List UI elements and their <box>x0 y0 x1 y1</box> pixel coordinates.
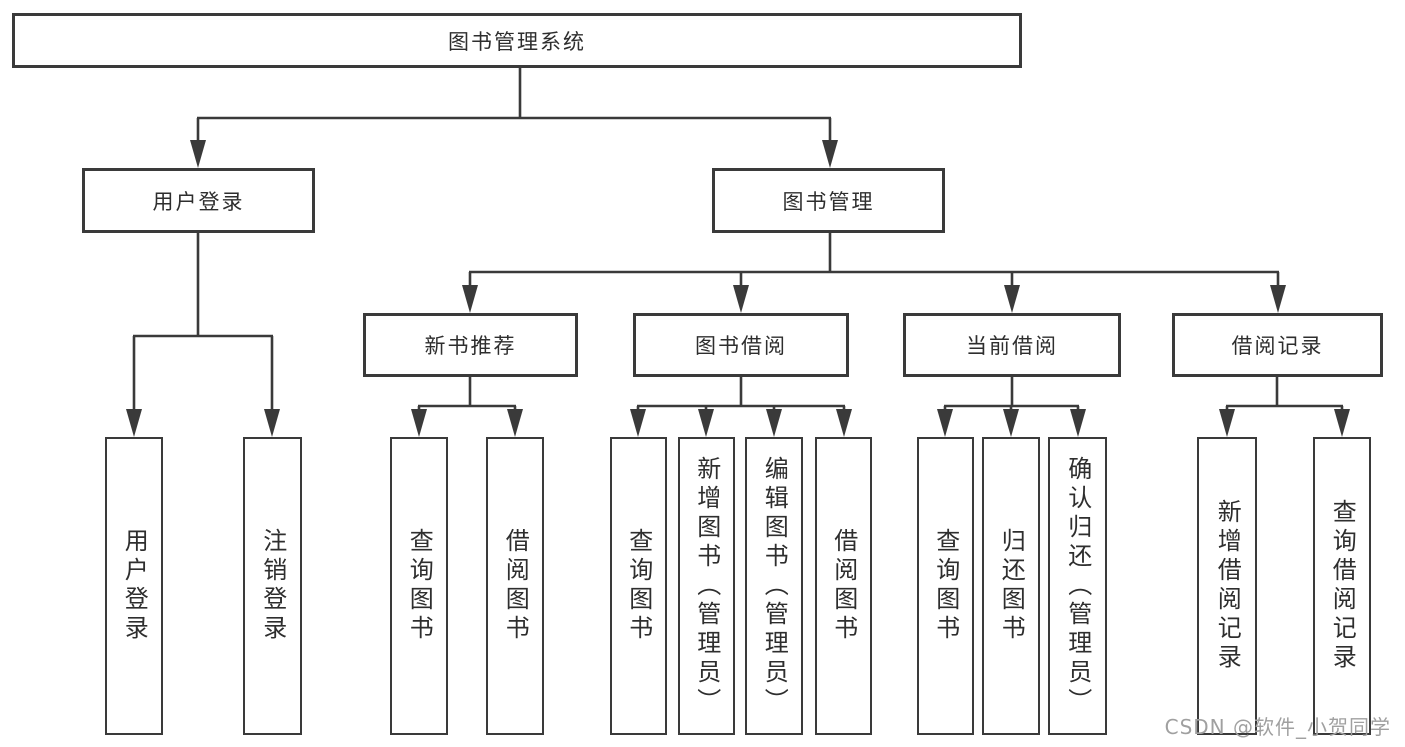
leaf-borrow-books-borrow-label: 借阅图书 <box>829 528 858 644</box>
node-new-book-recommendation: 新书推荐 <box>363 313 578 377</box>
leaf-add-borrow-record: 新增借阅记录 <box>1197 437 1257 735</box>
leaf-borrow-books-recommend-label: 借阅图书 <box>501 528 530 644</box>
leaf-query-books-current: 查询图书 <box>917 437 974 735</box>
leaf-confirm-return-admin: 确认归还（管理员） <box>1048 437 1107 735</box>
connector-borrow-records-children <box>1219 377 1350 437</box>
node-current-borrowing: 当前借阅 <box>903 313 1121 377</box>
leaf-return-books: 归还图书 <box>982 437 1040 735</box>
leaf-return-books-label: 归还图书 <box>997 528 1026 644</box>
leaf-query-borrow-record-label: 查询借阅记录 <box>1328 499 1357 673</box>
leaf-edit-book-admin: 编辑图书（管理员） <box>745 437 803 735</box>
leaf-query-books-borrow: 查询图书 <box>610 437 667 735</box>
connector-book-management-children <box>462 233 1286 313</box>
leaf-query-books-borrow-label: 查询图书 <box>624 528 653 644</box>
leaf-logout: 注销登录 <box>243 437 302 735</box>
leaf-query-books-current-label: 查询图书 <box>931 528 960 644</box>
leaf-borrow-books-recommend: 借阅图书 <box>486 437 544 735</box>
node-library-management-system: 图书管理系统 <box>12 13 1022 68</box>
connector-current-borrow-children <box>937 377 1086 437</box>
leaf-user-login: 用户登录 <box>105 437 163 735</box>
leaf-add-book-admin-label: 新增图书（管理员） <box>692 455 721 717</box>
leaf-user-login-label: 用户登录 <box>120 528 149 644</box>
leaf-borrow-books-borrow: 借阅图书 <box>815 437 872 735</box>
leaf-logout-label: 注销登录 <box>258 528 287 644</box>
leaf-query-borrow-record: 查询借阅记录 <box>1313 437 1371 735</box>
node-borrowing-records: 借阅记录 <box>1172 313 1383 377</box>
connector-book-borrow-children <box>630 377 852 437</box>
csdn-watermark: CSDN @软件_小贺同学 <box>1164 715 1391 739</box>
node-book-management: 图书管理 <box>712 168 945 233</box>
connector-root-to-level2 <box>190 68 838 168</box>
leaf-add-borrow-record-label: 新增借阅记录 <box>1213 499 1242 673</box>
connector-user-login-children <box>126 233 280 437</box>
leaf-edit-book-admin-label: 编辑图书（管理员） <box>760 455 789 717</box>
leaf-query-books-recommend: 查询图书 <box>390 437 448 735</box>
leaf-query-books-recommend-label: 查询图书 <box>405 528 434 644</box>
connector-new-book-children <box>411 377 523 437</box>
leaf-add-book-admin: 新增图书（管理员） <box>678 437 735 735</box>
node-user-login: 用户登录 <box>82 168 315 233</box>
node-book-borrowing: 图书借阅 <box>633 313 849 377</box>
leaf-confirm-return-admin-label: 确认归还（管理员） <box>1063 455 1092 717</box>
